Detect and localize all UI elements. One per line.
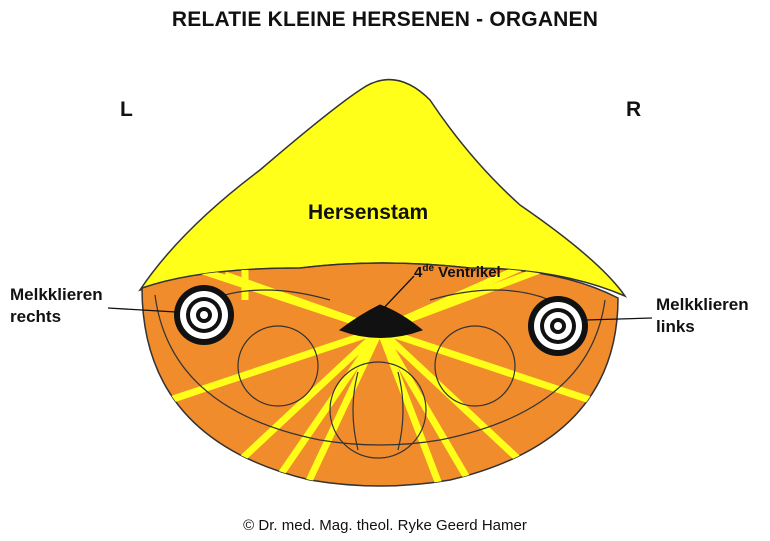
ventricle-superscript: de: [422, 263, 434, 274]
target-mammary-left: [528, 296, 588, 356]
copyright-text: © Dr. med. Mag. theol. Ryke Geerd Hamer: [0, 517, 770, 534]
mammary-right-label: Melkklieren rechts: [10, 284, 103, 328]
mammary-left-label: Melkklieren links: [656, 294, 749, 338]
ventricle-text: Ventrikel: [434, 264, 501, 281]
mammary-left-line2: links: [656, 316, 749, 338]
mammary-right-line1: Melkklieren: [10, 284, 103, 306]
brainstem-label: Hersenstam: [308, 202, 428, 224]
mammary-left-line1: Melkklieren: [656, 294, 749, 316]
ventricle-label: 4de Ventrikel: [414, 258, 501, 284]
mammary-right-line2: rechts: [10, 306, 103, 328]
target-mammary-right: [174, 285, 234, 345]
